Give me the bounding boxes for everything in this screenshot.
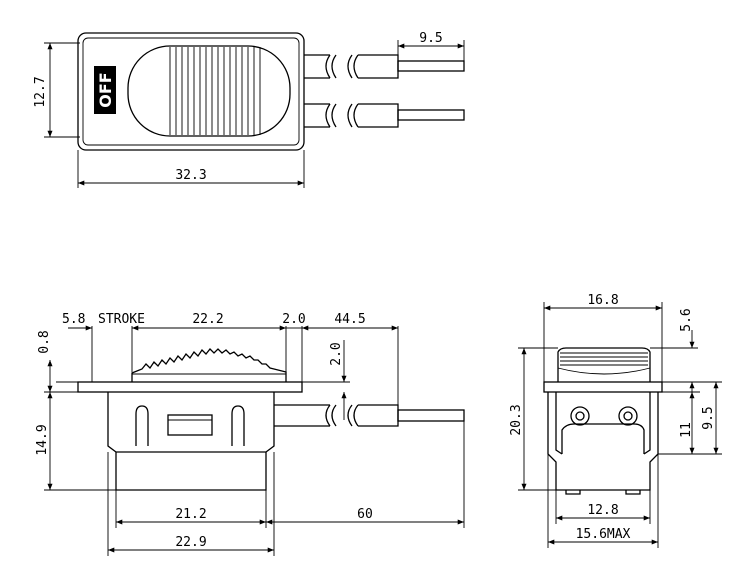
dim-lower-b: 9.5	[701, 406, 716, 429]
dim-overall-width: 22.9	[175, 535, 206, 550]
end-terminal-right	[618, 406, 638, 426]
top-wire-upper	[304, 54, 465, 79]
top-knob	[127, 45, 291, 137]
dim-knob-top: 5.6	[679, 308, 694, 331]
dim-lead: 44.5	[334, 312, 365, 327]
dim-stroke-label: STROKE	[98, 312, 145, 327]
end-body	[547, 392, 659, 491]
dim-max-width: 15.6MAX	[576, 527, 631, 542]
end-terminal-left	[570, 406, 590, 426]
top-knob-ribs	[169, 47, 261, 135]
dim-stroke-value: 5.8	[62, 312, 85, 327]
dim-top-width: 16.8	[587, 293, 618, 308]
side-body	[107, 392, 275, 453]
dim-body-width: 21.2	[175, 507, 206, 522]
side-flange	[77, 381, 303, 393]
dim-overall-height: 20.3	[509, 404, 524, 435]
dim-body-height: 14.9	[35, 424, 50, 455]
end-flange	[543, 381, 663, 393]
top-view: OFF 9.5 12.7 32.3	[33, 31, 465, 188]
dim-height: 12.7	[33, 76, 48, 107]
dim-length: 32.3	[175, 168, 206, 183]
dim-bottom-width: 12.8	[587, 503, 618, 518]
dim-wire-length: 9.5	[419, 31, 442, 46]
top-wire-lower	[304, 103, 465, 128]
side-view: 5.8 STROKE 22.2 2.0 44.5 0.8 2.0 14.9 21…	[35, 312, 465, 556]
side-window	[167, 414, 213, 436]
off-label: OFF	[96, 72, 115, 107]
end-view: 16.8 5.6 20.3 11 9.5 12.8 15.6MAX	[509, 293, 722, 548]
dim-knob-height: 2.0	[329, 342, 344, 365]
top-body-inner	[82, 37, 300, 146]
top-body-outline	[77, 32, 305, 151]
dim-wire-total: 60	[357, 507, 373, 522]
off-label-box	[94, 66, 116, 114]
dim-flange: 0.8	[37, 330, 52, 353]
end-knob	[557, 347, 651, 382]
dim-knob-width: 22.2	[192, 312, 223, 327]
dim-gap: 2.0	[282, 312, 305, 327]
side-knob	[131, 348, 287, 382]
dim-lower-a: 11	[679, 422, 694, 438]
